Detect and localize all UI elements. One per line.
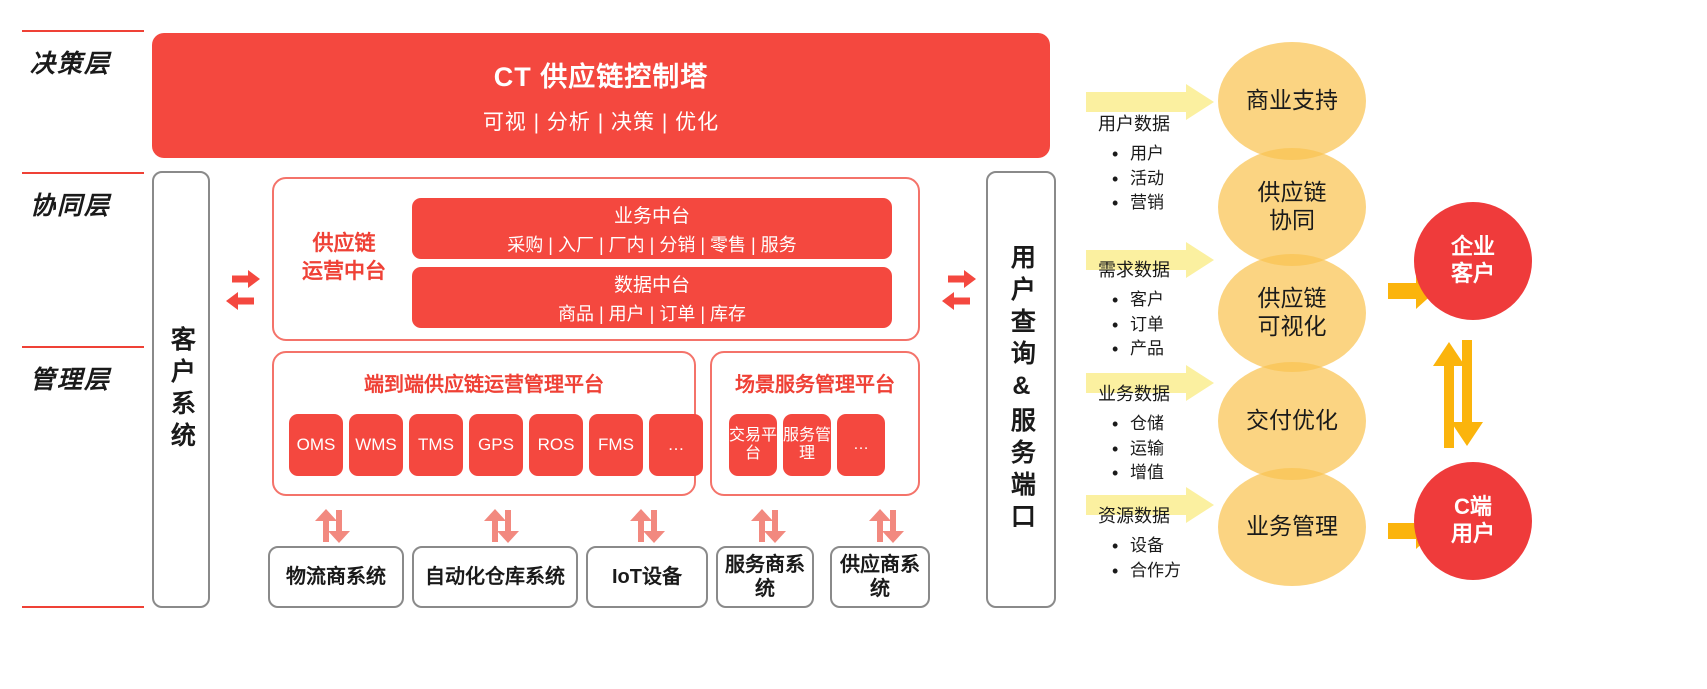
layer-divider-management: [22, 346, 144, 348]
data-flow-bullets-3: 设备合作方: [1108, 533, 1181, 584]
customer-system-column: 客户系统: [152, 171, 210, 608]
layer-divider-collaboration: [22, 172, 144, 174]
data-flow-bullets-2: 仓储运输增值: [1108, 411, 1164, 486]
funnel-circle-0[interactable]: 商业支持: [1218, 42, 1366, 160]
system-box-1[interactable]: 自动化仓库系统: [412, 546, 578, 608]
user-query-service-port-label: 用户查询&服务端口: [1007, 244, 1036, 535]
layer-divider-bottom: [22, 606, 144, 608]
data-middle-platform-subtitle: 商品 | 用户 | 订单 | 库存: [557, 303, 747, 324]
data-flow-arrow-icon-1: [1086, 242, 1214, 283]
system-box-4[interactable]: 供应商系统: [830, 546, 930, 608]
business-middle-platform-subtitle: 采购 | 入厂 | 厂内 | 分销 | 零售 | 服务: [507, 234, 797, 255]
data-flow-bullet-3-0: 设备: [1108, 533, 1181, 559]
layer-label-management: 管理层: [30, 366, 112, 394]
system-box-3[interactable]: 服务商系统: [716, 546, 814, 608]
data-flow-arrow-icon-2: [1086, 365, 1214, 406]
banner-subtitle: 可视 | 分析 | 决策 | 优化: [482, 111, 720, 134]
user-query-service-port-column: 用户查询&服务端口: [986, 171, 1056, 608]
data-flow-bullet-0-1: 活动: [1108, 166, 1164, 192]
layer-label-decision: 决策层: [30, 50, 112, 78]
customer-system-label: 客户系统: [167, 325, 196, 454]
funnel-circle-4[interactable]: 业务管理: [1218, 468, 1366, 586]
data-flow-label-2: 业务数据: [1098, 384, 1170, 404]
exchange-arrow-left-icon: [226, 268, 260, 312]
data-flow-label-0: 用户数据: [1098, 114, 1170, 134]
scene-chip-0[interactable]: 交易平台: [729, 414, 777, 476]
bidirectional-arrow-icon-4: [866, 508, 912, 544]
data-flow-bullets-1: 客户订单产品: [1108, 287, 1164, 362]
outcome-exchange-arrow-icon: [1430, 340, 1486, 453]
layer-label-collaboration: 协同层: [30, 192, 112, 220]
data-flow-bullets-0: 用户活动营销: [1108, 141, 1164, 216]
e2e-chip-0[interactable]: OMS: [289, 414, 343, 476]
funnel-circle-3[interactable]: 交付优化: [1218, 362, 1366, 480]
funnel-circle-2[interactable]: 供应链 可视化: [1218, 254, 1366, 372]
bidirectional-arrow-icon-1: [481, 508, 527, 544]
data-flow-bullet-3-1: 合作方: [1108, 558, 1181, 584]
data-flow-bullet-0-0: 用户: [1108, 141, 1164, 167]
control-tower-banner: CT 供应链控制塔 可视 | 分析 | 决策 | 优化: [152, 33, 1050, 158]
bidirectional-arrow-icon-3: [748, 508, 794, 544]
scene-chip-1[interactable]: 服务管理: [783, 414, 831, 476]
data-flow-bullet-1-2: 产品: [1108, 336, 1164, 362]
data-middle-platform-title: 数据中台: [613, 274, 690, 296]
data-flow-bullet-2-0: 仓储: [1108, 411, 1164, 437]
data-flow-bullet-0-2: 营销: [1108, 190, 1164, 216]
layer-divider-decision: [22, 30, 144, 32]
banner-title: CT 供应链控制塔: [493, 62, 709, 92]
e2e-chip-6[interactable]: …: [649, 414, 703, 476]
supply-chain-operation-label: 供应链 运营中台: [286, 230, 402, 285]
data-flow-bullet-1-0: 客户: [1108, 287, 1164, 313]
e2e-chip-3[interactable]: GPS: [469, 414, 523, 476]
bidirectional-arrow-icon-0: [312, 508, 358, 544]
bidirectional-arrow-icon-2: [627, 508, 673, 544]
outcome-circle-0[interactable]: 企业 客户: [1414, 202, 1532, 320]
e2e-chip-1[interactable]: WMS: [349, 414, 403, 476]
funnel-circle-1[interactable]: 供应链 协同: [1218, 148, 1366, 266]
e2e-platform-title: 端到端供应链运营管理平台: [364, 374, 604, 396]
data-flow-label-1: 需求数据: [1098, 260, 1170, 280]
data-flow-arrow-icon-3: [1086, 487, 1214, 528]
data-flow-arrow-icon-0: [1086, 84, 1214, 125]
e2e-chip-4[interactable]: ROS: [529, 414, 583, 476]
data-flow-bullet-2-1: 运输: [1108, 436, 1164, 462]
data-flow-bullet-2-2: 增值: [1108, 460, 1164, 486]
data-flow-bullet-1-1: 订单: [1108, 312, 1164, 338]
e2e-chip-2[interactable]: TMS: [409, 414, 463, 476]
system-box-0[interactable]: 物流商系统: [268, 546, 404, 608]
supply-chain-operation-label-text: 供应链 运营中台: [302, 232, 386, 283]
business-middle-platform-bar: 业务中台 采购 | 入厂 | 厂内 | 分销 | 零售 | 服务: [412, 198, 892, 259]
system-box-2[interactable]: IoT设备: [586, 546, 708, 608]
outcome-circle-1[interactable]: C端 用户: [1414, 462, 1532, 580]
scene-service-platform-title: 场景服务管理平台: [735, 374, 895, 396]
data-middle-platform-bar: 数据中台 商品 | 用户 | 订单 | 库存: [412, 267, 892, 328]
data-flow-label-3: 资源数据: [1098, 506, 1170, 526]
business-middle-platform-title: 业务中台: [613, 205, 690, 227]
exchange-arrow-right-icon: [942, 268, 976, 312]
e2e-chip-5[interactable]: FMS: [589, 414, 643, 476]
scene-chip-2[interactable]: …: [837, 414, 885, 476]
scene-service-platform-chip-row: 交易平台服务管理…: [729, 414, 885, 476]
